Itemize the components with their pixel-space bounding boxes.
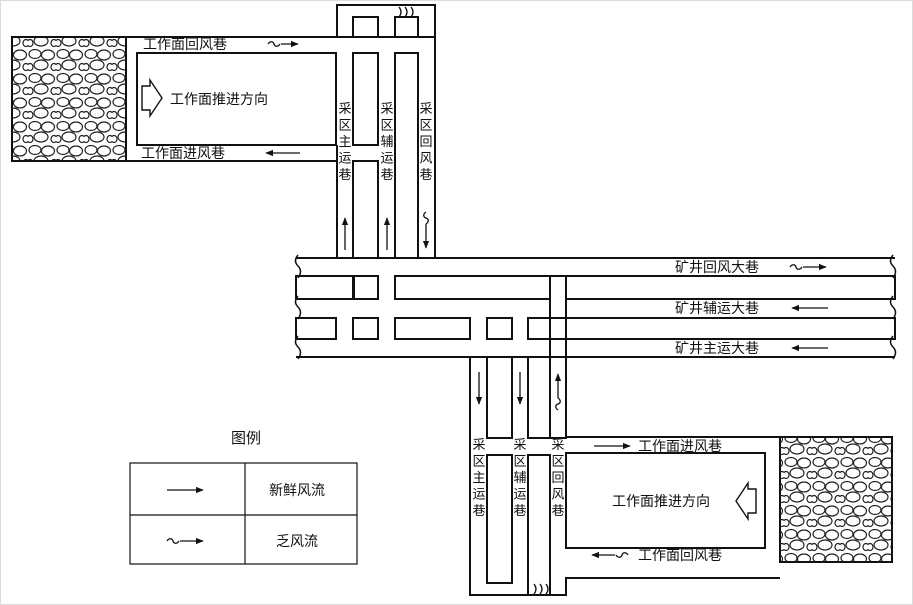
- rock-mass-bottom-right: [779, 436, 893, 563]
- advance-arrow-icon: [141, 77, 163, 119]
- top-face-advance-label: 工作面推进方向: [170, 92, 268, 108]
- upper-return-label: 采区回风巷: [419, 102, 432, 183]
- stale-air-arrow-icon: [423, 211, 429, 225]
- lower-aux-haulage-label: 采区辅运巷: [513, 438, 526, 519]
- rock-mass-top-left: [11, 36, 127, 162]
- mine-aux-roadway-label: 矿井辅运大巷: [675, 301, 759, 317]
- stale-air-arrow-icon: [615, 552, 629, 558]
- bottom-face-return-label: 工作面回风巷: [638, 548, 722, 564]
- break-lines: [294, 254, 897, 360]
- stale-air-arrow-icon: [267, 41, 281, 47]
- legend: 图例 新鲜风流 乏风流: [129, 429, 358, 565]
- bottom-face-intake-label: 工作面进风巷: [638, 439, 722, 455]
- airflow-arrows: [265, 40, 828, 559]
- stale-air-arrow-icon: [166, 538, 180, 544]
- roadway-walls: [126, 4, 896, 596]
- mine-main-roadway-label: 矿井主运大巷: [675, 341, 759, 357]
- top-face-intake-label: 工作面进风巷: [141, 146, 225, 162]
- stale-air-arrow-icon: [789, 264, 803, 270]
- legend-stale-air-label: 乏风流: [276, 534, 318, 550]
- top-face-return-label: 工作面回风巷: [143, 37, 227, 53]
- stale-air-arrow-icon: [555, 397, 561, 411]
- legend-fresh-air-label: 新鲜风流: [269, 483, 325, 499]
- air-door-icon: [398, 6, 549, 595]
- mine-return-roadway-label: 矿井回风大巷: [675, 260, 759, 276]
- upper-aux-haulage-label: 采区辅运巷: [380, 102, 393, 183]
- lower-return-label: 采区回风巷: [551, 438, 564, 519]
- bottom-face-advance-label: 工作面推进方向: [612, 494, 710, 510]
- advance-arrow-icon: [735, 480, 757, 522]
- upper-main-haulage-label: 采区主运巷: [338, 102, 351, 183]
- lower-main-haulage-label: 采区主运巷: [472, 438, 485, 519]
- legend-title: 图例: [231, 429, 261, 447]
